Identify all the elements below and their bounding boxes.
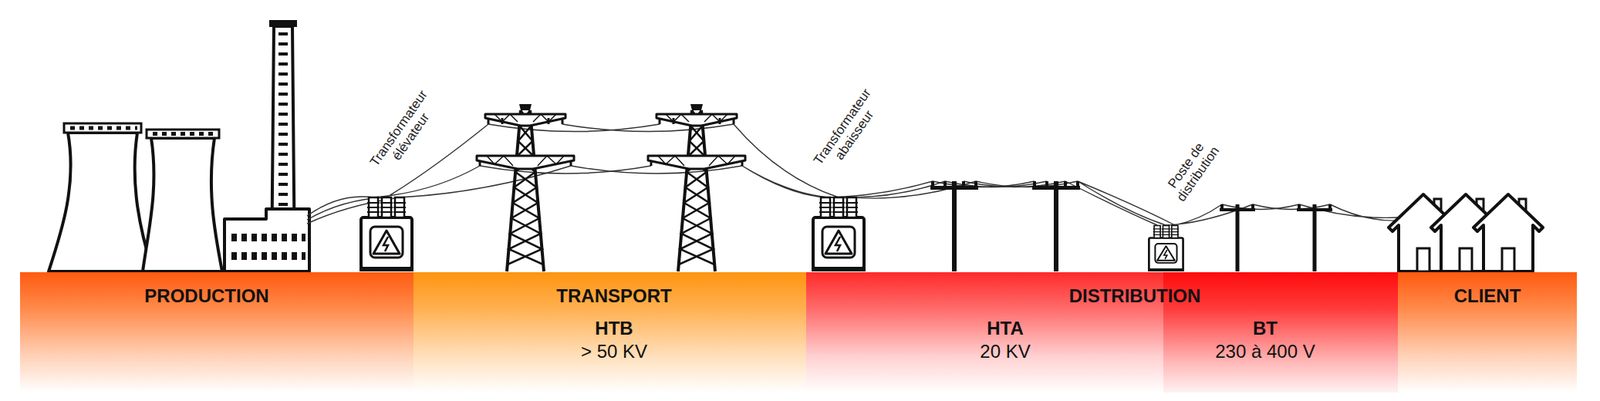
voltage-value: > 50 KV xyxy=(580,340,648,363)
distribution-band: DISTRIBUTION HTA20 KV BT230 à 400 V xyxy=(806,272,1398,393)
band-title: DISTRIBUTION xyxy=(1069,285,1202,308)
voltage-value: 20 KV xyxy=(979,340,1030,363)
equipment-label: Poste de distribution xyxy=(1157,129,1226,210)
distribution-substation xyxy=(1147,225,1185,272)
production-band: PRODUCTION xyxy=(20,272,414,393)
power-plant xyxy=(48,20,310,272)
client-band: CLIENT xyxy=(1397,272,1577,393)
voltage-value: 230 à 400 V xyxy=(1215,340,1315,363)
transport-band: TRANSPORT HTB> 50 KV xyxy=(413,272,807,393)
voltage-level: HTA xyxy=(986,317,1024,340)
voltage-level: HTB xyxy=(594,317,633,340)
house-icon xyxy=(1473,194,1543,272)
utility-pole xyxy=(1032,181,1081,272)
band-title: CLIENT xyxy=(1454,285,1522,308)
utility-pole xyxy=(930,181,979,272)
step-up-transformer xyxy=(359,197,414,272)
equipment-label: Transformateur abaisseur xyxy=(805,78,892,184)
band-title: PRODUCTION xyxy=(144,285,269,308)
transmission-pylon xyxy=(476,104,574,272)
voltage-level: BT xyxy=(1252,317,1278,340)
utility-pole xyxy=(1296,204,1333,272)
equipment-label: Transformateur élévateur xyxy=(361,80,448,186)
step-down-transformer xyxy=(811,197,866,272)
band-title: TRANSPORT xyxy=(556,285,672,308)
utility-pole xyxy=(1219,204,1256,272)
transmission-pylon xyxy=(648,104,746,272)
